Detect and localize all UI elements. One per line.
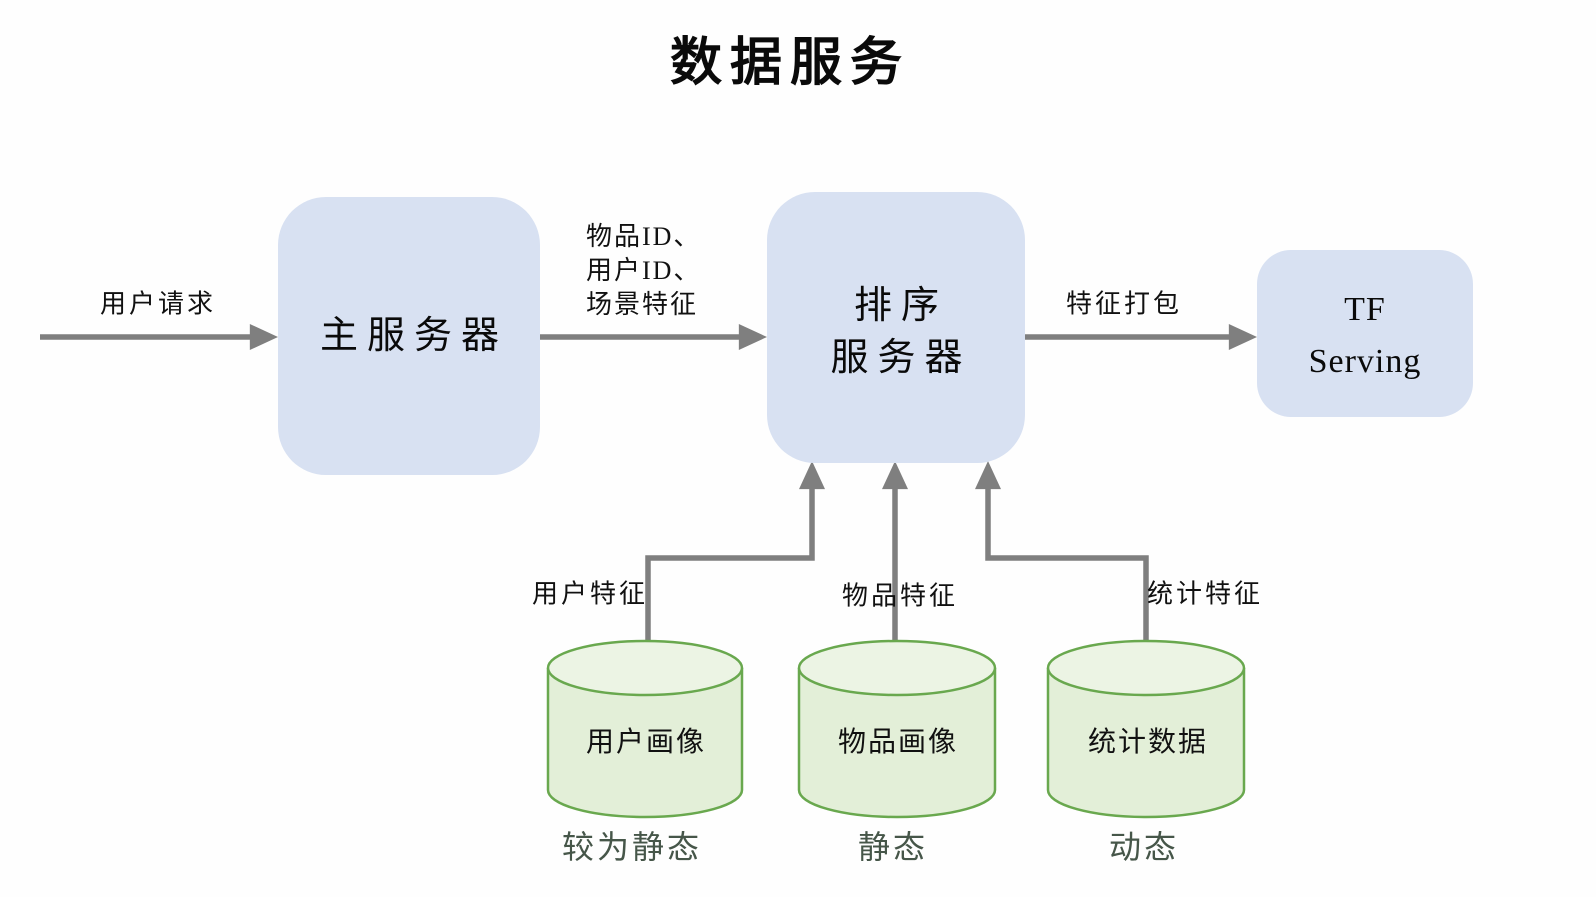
rank-input-line-2: 用户ID、 (586, 256, 702, 285)
connector-stat-features (975, 460, 1149, 646)
diagram-title: 数据服务 (669, 35, 911, 92)
tf-serving-label-line-2: Serving (1308, 343, 1422, 380)
main-server-box (278, 197, 540, 475)
rank-server-label: 排序 服务器 (830, 280, 971, 384)
db-user-profile-top (546, 639, 744, 697)
tf-serving-label: TF Serving (1309, 284, 1422, 388)
rank-server-box (767, 192, 1025, 463)
rank-server-label-line-2: 服务器 (830, 337, 972, 379)
db-stat-data-cylinder (1046, 639, 1246, 819)
tf-serving-label-line-1: TF (1344, 291, 1386, 328)
db-stat-data-label: 统计数据 (1087, 727, 1209, 758)
user-request-label: 用户请求 (99, 289, 217, 319)
tf-serving-box (1257, 250, 1473, 417)
rank-server-label-line-1: 排序 (853, 285, 949, 327)
item-features-label: 物品特征 (841, 581, 959, 611)
db-user-profile-caption: 较为静态 (561, 829, 703, 865)
rank-input-line-3: 场景特征 (586, 290, 699, 319)
db-stat-data-top (1046, 639, 1246, 697)
rank-input-label: 物品ID、 用户ID、 场景特征 (586, 220, 701, 322)
main-server-label: 主服务器 (319, 315, 509, 357)
connector-user-features (645, 460, 825, 646)
stat-features-label: 统计特征 (1146, 579, 1264, 609)
db-item-profile-caption: 静态 (857, 829, 929, 865)
feature-pack-label: 特征打包 (1065, 289, 1183, 319)
db-item-profile-cylinder (797, 639, 997, 819)
db-item-profile-label: 物品画像 (837, 727, 959, 758)
db-stat-data-caption: 动态 (1108, 829, 1180, 865)
db-user-profile-cylinder (546, 639, 744, 819)
db-user-profile-label: 用户画像 (585, 727, 707, 758)
user-features-label: 用户特征 (531, 579, 649, 609)
db-item-profile-top (797, 639, 997, 697)
rank-input-line-1: 物品ID、 (586, 222, 702, 251)
